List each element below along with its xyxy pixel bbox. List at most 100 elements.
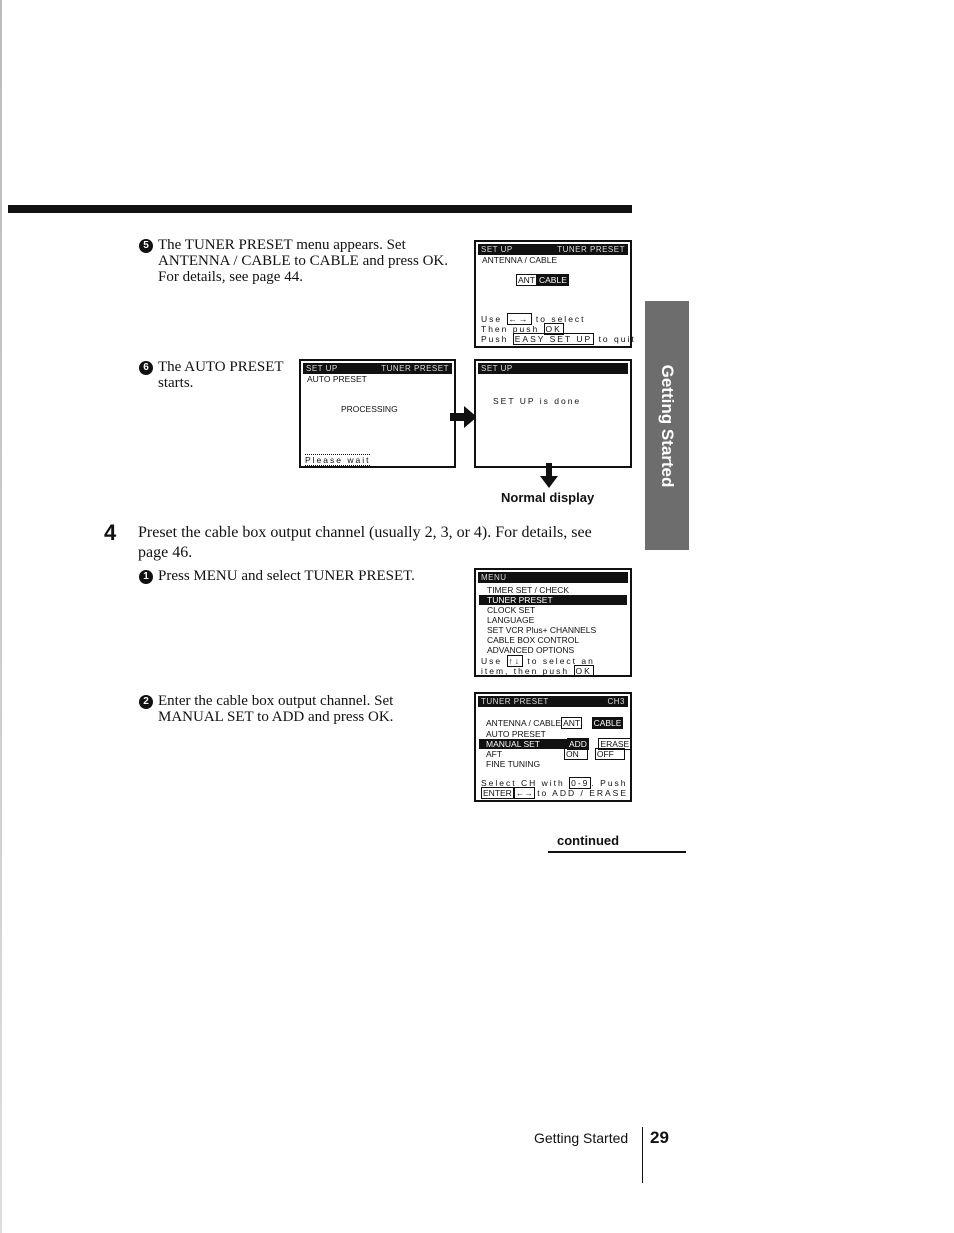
screen-header: SET UP TUNER PRESET	[478, 244, 628, 255]
option-erase: ERASE	[598, 738, 632, 750]
option-add: ADD	[567, 738, 589, 750]
arrows-icon: ←→	[506, 313, 532, 325]
continued-label: continued	[557, 833, 620, 848]
then-push: Then push	[481, 324, 540, 334]
step-4-1-text: 1 Press MENU and select TUNER PRESET.	[139, 568, 459, 584]
side-tab-label: Getting Started	[658, 364, 677, 487]
arrows-icon: ←→	[513, 787, 535, 799]
step-4-line1: Preset the cable box output channel (usu…	[138, 524, 592, 541]
header-left: MENU	[481, 573, 507, 582]
step-6-number: 6	[139, 361, 153, 375]
row-aft: AFT ON OFF	[486, 748, 626, 760]
step-6-text: 6 The AUTO PRESET starts.	[139, 359, 289, 391]
processing-text: PROCESSING	[341, 404, 398, 414]
use-word: Use	[481, 656, 503, 666]
header-right: CH3	[607, 697, 625, 706]
arrow-right-icon	[450, 406, 477, 428]
help-line-1: Use ↑↓ to select an	[481, 655, 595, 667]
setup-done-message: SET UP is done	[493, 396, 582, 406]
option-on: ON	[564, 748, 588, 760]
option-cable: CABLE	[591, 717, 624, 729]
step-4-1-number: 1	[139, 570, 153, 584]
push-word: . Push	[591, 778, 628, 788]
antenna-cable-label: ANTENNA / CABLE	[482, 255, 558, 265]
help-line-2: Then push OK	[481, 323, 564, 335]
footer-section-title: Getting Started	[534, 1130, 629, 1146]
menu-item-tuner-preset: TUNER PRESET	[479, 595, 627, 605]
section-rule	[8, 205, 632, 213]
header-left: SET UP	[481, 364, 513, 373]
menu-item-vcr-plus: SET VCR Plus+ CHANNELS	[487, 625, 597, 635]
step-5-text: 5 The TUNER PRESET menu appears. Set ANTE…	[139, 237, 459, 285]
to-select-an: to select an	[527, 656, 595, 666]
help-line-1: Use ←→ to select	[481, 313, 586, 325]
easy-setup-key: EASY SET UP	[512, 333, 595, 345]
step-4-number: 4	[104, 520, 117, 545]
menu-item-cable-box: CABLE BOX CONTROL	[487, 635, 580, 645]
to-quit: to quit	[598, 334, 636, 344]
aft-label: AFT	[486, 749, 503, 759]
use-word: Use	[481, 314, 503, 324]
antenna-cable-label: ANTENNA / CABLE	[486, 718, 562, 728]
step-5-line3: For details, see page 44.	[158, 269, 303, 285]
normal-display-caption: Normal display	[501, 490, 595, 505]
header-left: SET UP	[481, 245, 513, 254]
step-4-2-line1: Enter the cable box output channel. Set	[158, 693, 394, 709]
digits-key: 0-9	[569, 777, 592, 789]
step-5-number: 5	[139, 239, 153, 253]
auto-preset-label: AUTO PRESET	[307, 374, 367, 384]
menu-item-advanced: ADVANCED OPTIONS	[487, 645, 575, 655]
step-5-line2: ANTENNA / CABLE to CABLE and press OK.	[158, 253, 448, 269]
manual-set-label: MANUAL SET	[479, 739, 567, 749]
to-add-erase: to ADD / ERASE	[537, 788, 629, 798]
header-left: SET UP	[306, 364, 338, 373]
select-ch-with: Select CH with	[481, 778, 565, 788]
row-auto-preset: AUTO PRESET	[486, 729, 546, 739]
enter-key: ENTER	[481, 787, 514, 799]
option-ant: ANT	[516, 274, 537, 286]
step-4-2-line2: MANUAL SET to ADD and press OK.	[158, 709, 394, 725]
screen-header: SET UP TUNER PRESET	[303, 363, 452, 374]
option-cable: CABLE	[537, 274, 569, 286]
arrows-icon: ↑↓	[506, 655, 523, 667]
help-line-1: Select CH with 0-9. Push	[481, 777, 628, 789]
header-right: TUNER PRESET	[557, 245, 625, 254]
help-line-2: item, then push OK	[481, 665, 594, 677]
screen-menu: MENU TIMER SET / CHECK TUNER PRESET CLOC…	[474, 568, 632, 677]
footer-divider	[642, 1127, 643, 1183]
step-5-line1: The TUNER PRESET menu appears. Set	[158, 237, 406, 253]
screen-header: TUNER PRESET CH3	[478, 696, 628, 707]
screen-setup-done: SET UP SET UP is done	[474, 359, 632, 468]
help-line-2: ENTER←→ to ADD / ERASE	[481, 787, 629, 799]
step-4-text: Preset the cable box output channel (usu…	[138, 523, 633, 563]
header-right: TUNER PRESET	[381, 364, 449, 373]
step-4-2-text: 2 Enter the cable box output channel. Set…	[139, 693, 459, 725]
arrow-down-icon	[540, 463, 558, 488]
option-off: OFF	[594, 748, 625, 760]
header-left: TUNER PRESET	[481, 697, 549, 706]
menu-item-clock-set: CLOCK SET	[487, 605, 536, 615]
screen-auto-preset: SET UP TUNER PRESET AUTO PRESET PROCESSI…	[299, 359, 456, 468]
menu-item-timer-set: TIMER SET / CHECK	[487, 585, 570, 595]
page-edge	[0, 0, 2, 1233]
item-then-push: item, then push	[481, 666, 570, 676]
step-6-line2: starts.	[158, 375, 194, 391]
help-line-3: Push EASY SET UP to quit	[481, 333, 636, 345]
option-ant: ANT	[561, 717, 583, 729]
ok-key: OK	[543, 323, 564, 335]
step-4-line2: page 46.	[138, 544, 193, 561]
to-select: to select	[535, 314, 586, 324]
row-fine-tuning: FINE TUNING	[486, 759, 541, 769]
section-side-tab: Getting Started	[645, 301, 689, 550]
step-4-2-number: 2	[139, 695, 153, 709]
push-word: Push	[481, 334, 509, 344]
please-wait-text: Please wait	[305, 454, 371, 466]
page-number: 29	[650, 1128, 669, 1147]
ok-key: OK	[573, 665, 594, 677]
menu-item-language: LANGUAGE	[487, 615, 535, 625]
step-4-1-line: Press MENU and select TUNER PRESET.	[158, 568, 415, 584]
step-6-line1: The AUTO PRESET	[158, 359, 284, 375]
